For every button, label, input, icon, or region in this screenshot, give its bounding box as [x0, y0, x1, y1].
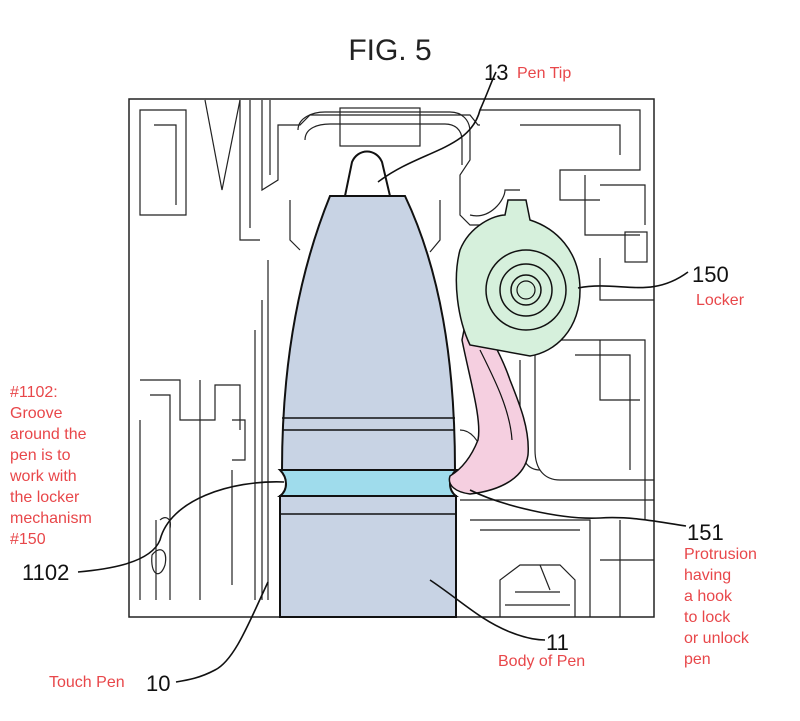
protrusion-line: or unlock: [684, 630, 750, 647]
annotation-touch-pen: Touch Pen: [49, 674, 125, 691]
annotation-groove: #1102: Groove around the pen is to work …: [9, 384, 96, 548]
ref-11: 11: [546, 630, 569, 655]
groove-line: work with: [9, 468, 77, 485]
groove-line: the locker: [10, 489, 80, 506]
groove-line: #150: [10, 531, 46, 548]
pen-tip-nib: [343, 150, 392, 197]
locker-mechanism: [455, 199, 581, 357]
annotation-protrusion: Protrusion having a hook to lock or unlo…: [684, 546, 761, 668]
groove-line: mechanism: [10, 510, 92, 527]
figure-title: FIG. 5: [348, 34, 431, 67]
annotation-pen-tip: Pen Tip: [517, 65, 571, 82]
annotation-body: Body of Pen: [498, 653, 585, 670]
pen-groove: [277, 469, 459, 497]
ref-150: 150: [692, 262, 729, 287]
leader-13: [377, 71, 497, 183]
groove-line: Groove: [10, 405, 63, 422]
leader-10: [175, 581, 269, 683]
leader-150: [577, 271, 689, 289]
ref-151: 151: [687, 520, 724, 545]
protrusion-hook: [448, 297, 529, 495]
leader-151: [469, 489, 687, 527]
groove-line: pen is to: [10, 447, 71, 464]
pen-body-lower: [279, 495, 457, 618]
leader-11: [429, 579, 546, 641]
protrusion-line: having: [684, 567, 731, 584]
protrusion-line: Protrusion: [684, 546, 757, 563]
protrusion-line: a hook: [684, 588, 733, 605]
groove-line: #1102:: [10, 384, 58, 401]
groove-line: around the: [10, 426, 87, 443]
housing-linework: [139, 99, 654, 617]
ref-1102: 1102: [22, 560, 69, 585]
leader-1102: [77, 481, 285, 573]
ref-10: 10: [146, 671, 170, 696]
ref-13: 13: [484, 60, 508, 85]
protrusion-line: to lock: [684, 609, 731, 626]
annotation-locker: Locker: [696, 292, 745, 309]
leader-lines: [77, 71, 689, 683]
protrusion-line: pen: [684, 651, 711, 668]
